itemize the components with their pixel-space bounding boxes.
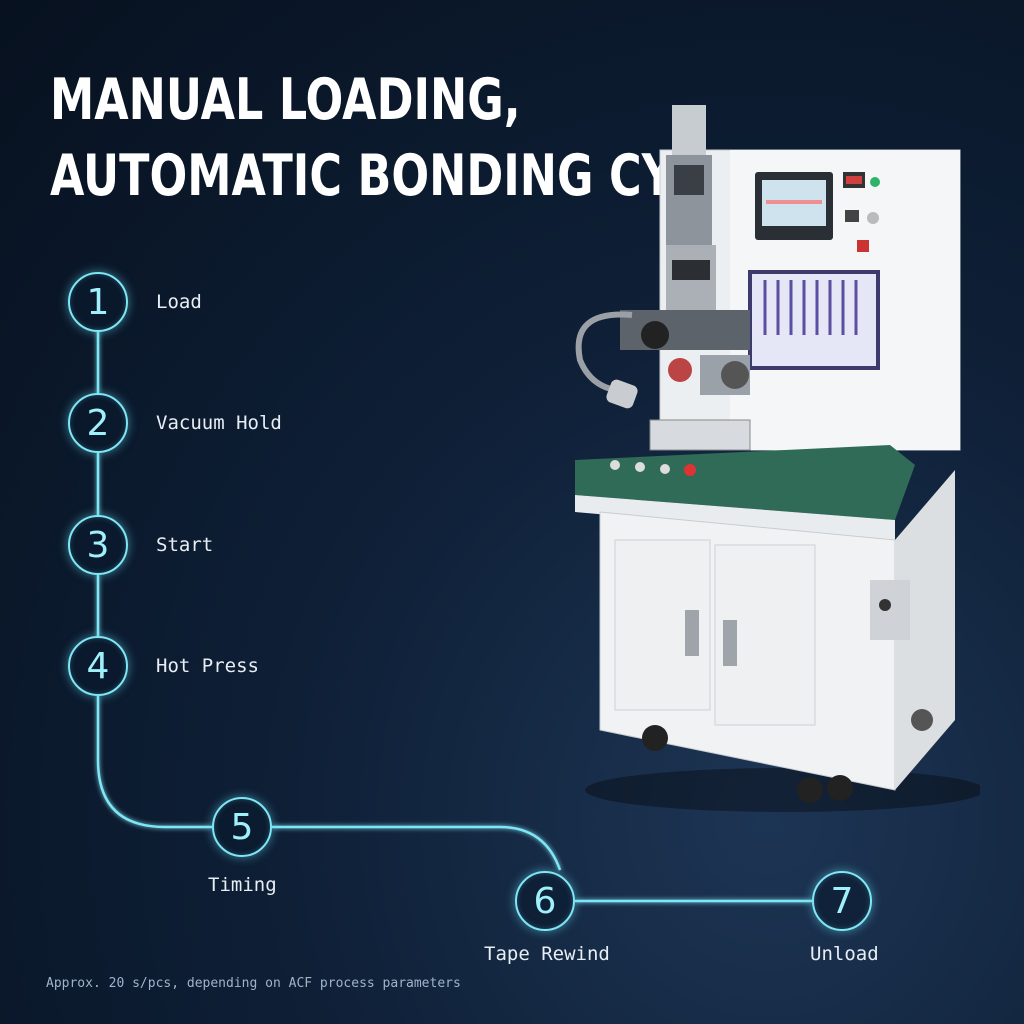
step-6-circle: 6 — [515, 871, 575, 931]
step-5-label: Timing — [208, 874, 277, 896]
step-7-label: Unload — [810, 943, 879, 965]
step-3-label: Start — [156, 534, 214, 556]
step-3-circle: 3 — [68, 515, 128, 575]
title-line-1: MANUAL LOADING, — [50, 67, 521, 133]
step-2-label: Vacuum Hold — [156, 412, 282, 434]
step-2-circle: 2 — [68, 393, 128, 453]
step-6-label: Tape Rewind — [484, 943, 610, 965]
step-1-circle: 1 — [68, 272, 128, 332]
step-1-label: Load — [156, 291, 202, 313]
page-title: MANUAL LOADING, AUTOMATIC BONDING CYCLE — [50, 62, 764, 214]
bonding-machine-illustration — [575, 105, 980, 812]
step-5-circle: 5 — [212, 797, 272, 857]
step-4-label: Hot Press — [156, 655, 259, 677]
step-7-circle: 7 — [812, 871, 872, 931]
step-4-circle: 4 — [68, 636, 128, 696]
title-line-2: AUTOMATIC BONDING CYCLE — [50, 143, 764, 209]
cycle-time-footnote: Approx. 20 s/pcs, depending on ACF proce… — [46, 976, 461, 991]
